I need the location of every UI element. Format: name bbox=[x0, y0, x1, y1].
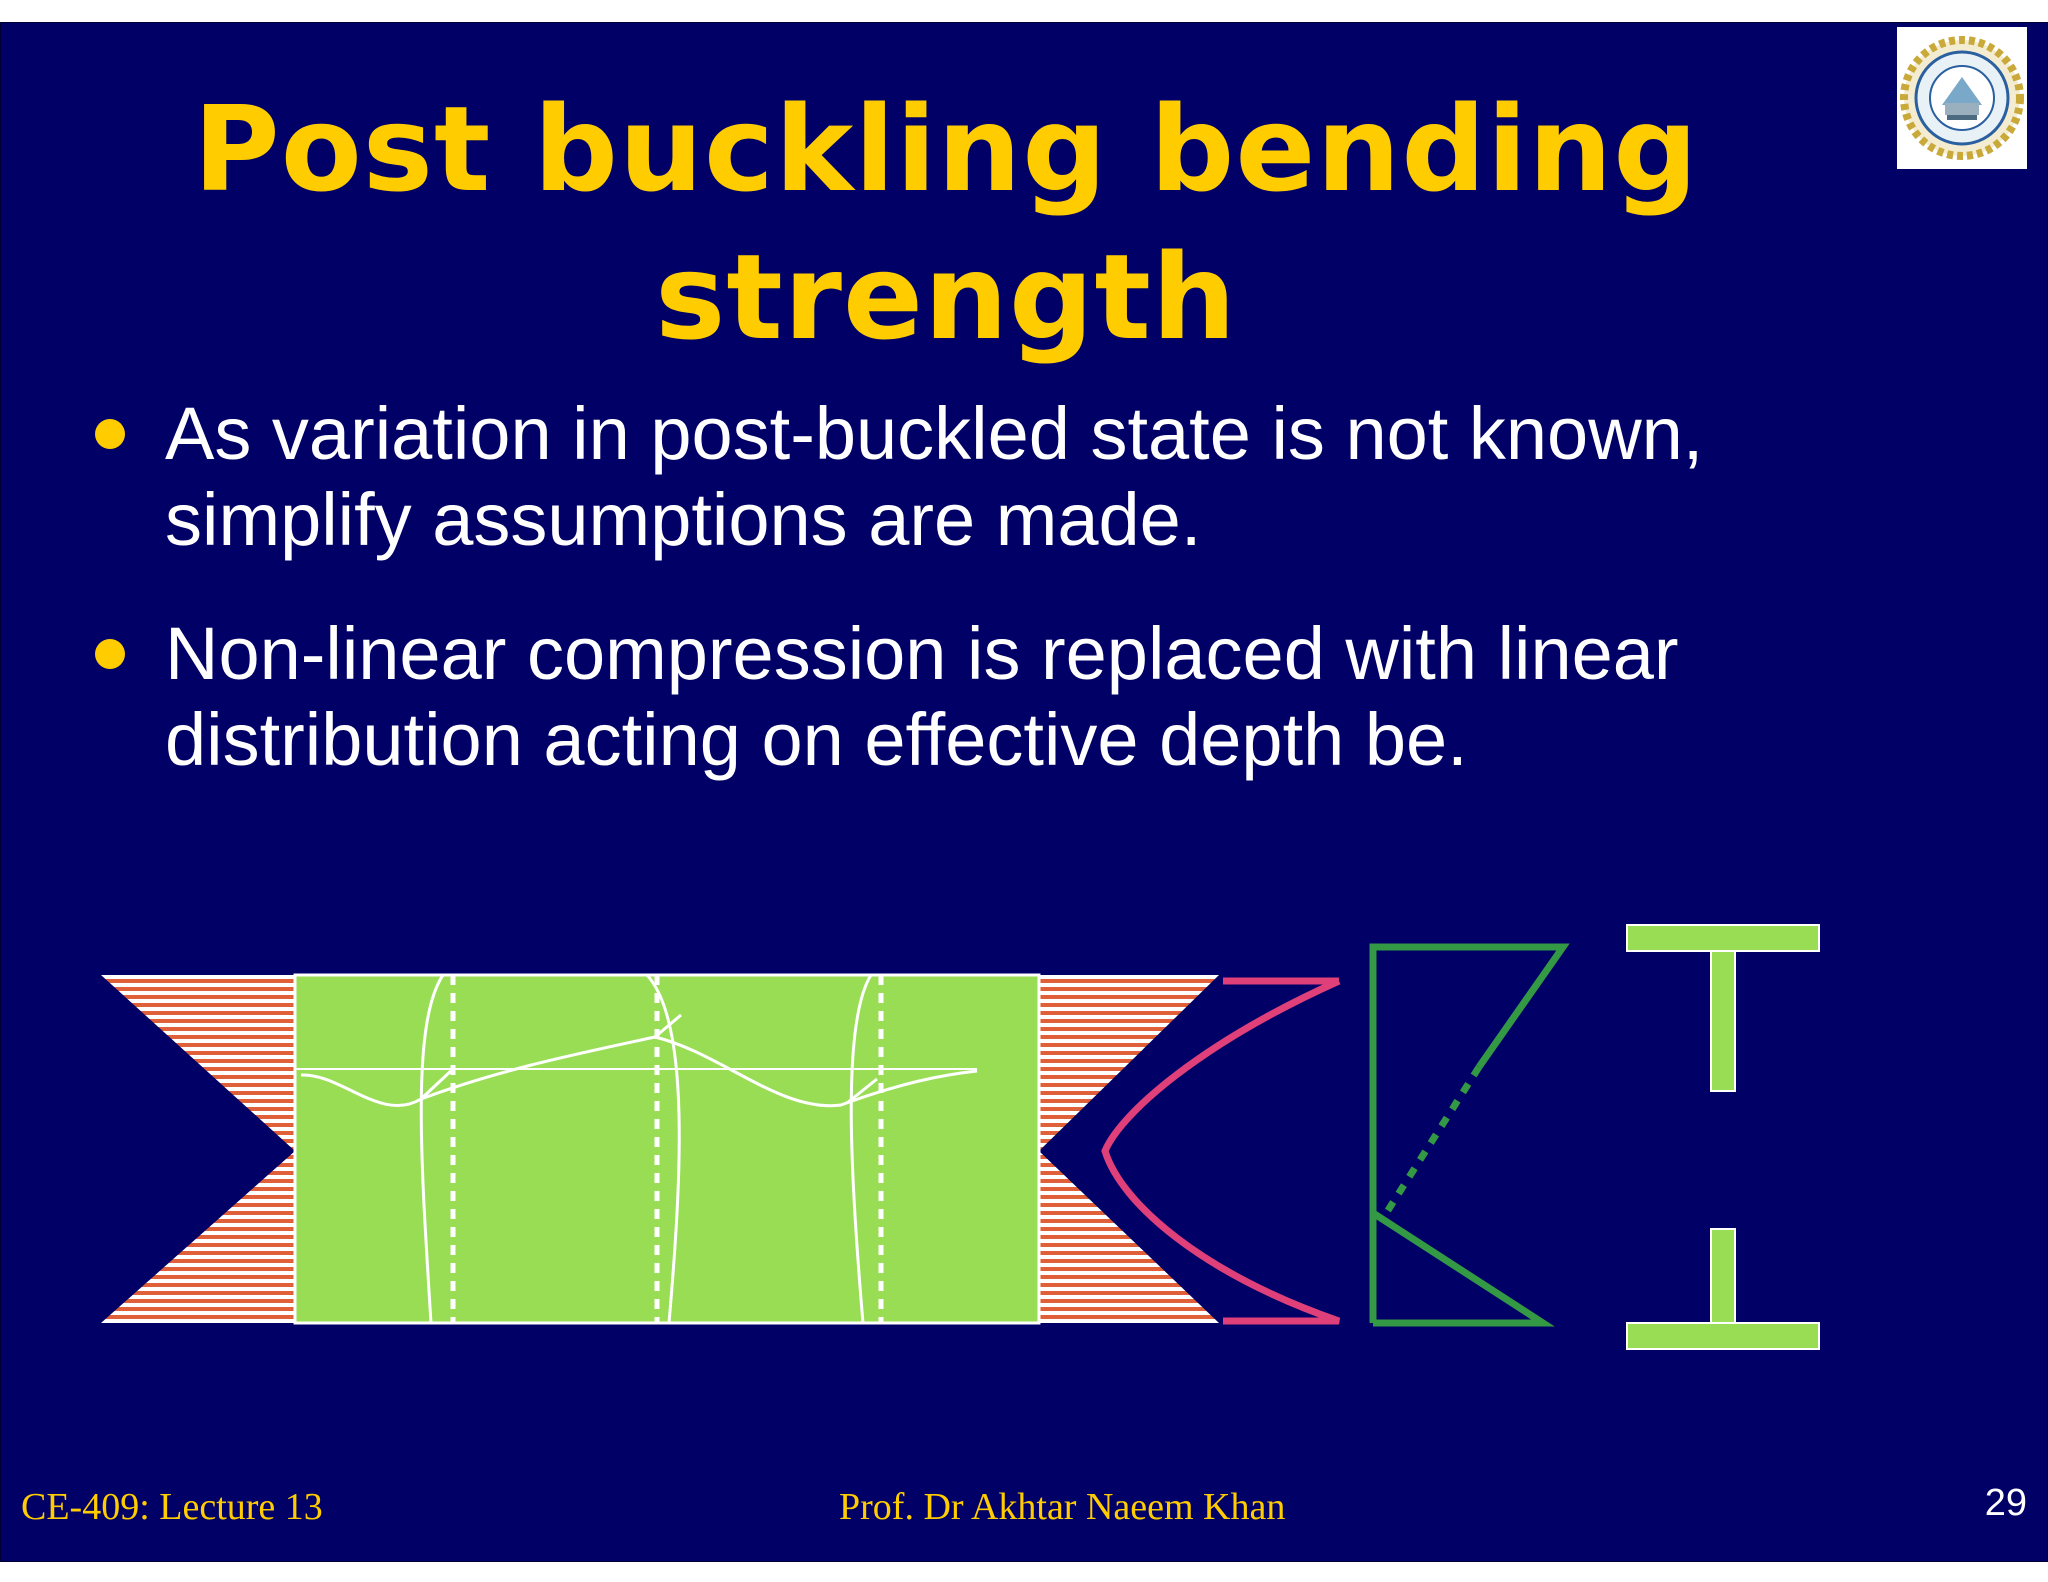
left-stress-hatch-bottom bbox=[101, 1151, 295, 1323]
deformation-curve bbox=[419, 974, 445, 1324]
bullet-text: Non-linear compression is replaced with … bbox=[165, 612, 1679, 781]
footer-course: CE-409: Lecture 13 bbox=[21, 1486, 323, 1528]
linear-stress-ineffective bbox=[1382, 1065, 1482, 1217]
top-flange bbox=[1626, 924, 1820, 952]
post-buckling-diagram bbox=[101, 924, 1820, 1350]
bottom-flange bbox=[1626, 1322, 1820, 1350]
linear-stress-distribution bbox=[1369, 943, 1570, 1327]
page-number: 29 bbox=[1984, 1482, 2027, 1524]
linear-stress-top bbox=[1369, 943, 1570, 1323]
slide-title: Post buckling bending strength bbox=[1, 75, 1891, 371]
bullet-list: As variation in post-buckled state is no… bbox=[95, 391, 1875, 831]
university-seal-graphic bbox=[1900, 36, 2024, 160]
left-stress-hatch bbox=[101, 975, 295, 1151]
deformation-curve bbox=[645, 973, 681, 1324]
deformation-curve bbox=[654, 1013, 682, 1039]
effective-section bbox=[1626, 924, 1820, 1350]
top-web-part bbox=[1710, 950, 1736, 1092]
deformation-curve bbox=[846, 1077, 878, 1105]
buckle-wave-line bbox=[300, 1035, 978, 1108]
bullet-dot-icon bbox=[95, 419, 125, 449]
bullet-item: Non-linear compression is replaced with … bbox=[95, 611, 1875, 783]
deformation-curve bbox=[419, 1067, 455, 1101]
slide-title-line-1: Post buckling bending bbox=[193, 80, 1699, 218]
stiffener-lines bbox=[450, 975, 884, 1323]
footer-author: Prof. Dr Akhtar Naeem Khan bbox=[839, 1486, 1286, 1528]
right-stress-hatch bbox=[1039, 975, 1219, 1151]
bullet-text: As variation in post-buckled state is no… bbox=[165, 392, 1704, 561]
web-panel bbox=[293, 973, 1041, 1325]
deformation-curve bbox=[849, 974, 873, 1324]
university-seal-icon bbox=[1897, 27, 2027, 169]
slide: Post buckling bending strength As variat… bbox=[0, 22, 2048, 1562]
bottom-web-part bbox=[1710, 1228, 1736, 1324]
bullet-item: As variation in post-buckled state is no… bbox=[95, 391, 1875, 563]
linear-stress-bottom bbox=[1371, 1210, 1555, 1327]
bullet-dot-icon bbox=[95, 639, 125, 669]
right-stress-hatch-bottom bbox=[1039, 1151, 1219, 1323]
slide-title-line-2: strength bbox=[655, 228, 1237, 366]
deformation-curves bbox=[419, 973, 878, 1324]
nonlinear-stress-curve bbox=[1101, 977, 1341, 1325]
